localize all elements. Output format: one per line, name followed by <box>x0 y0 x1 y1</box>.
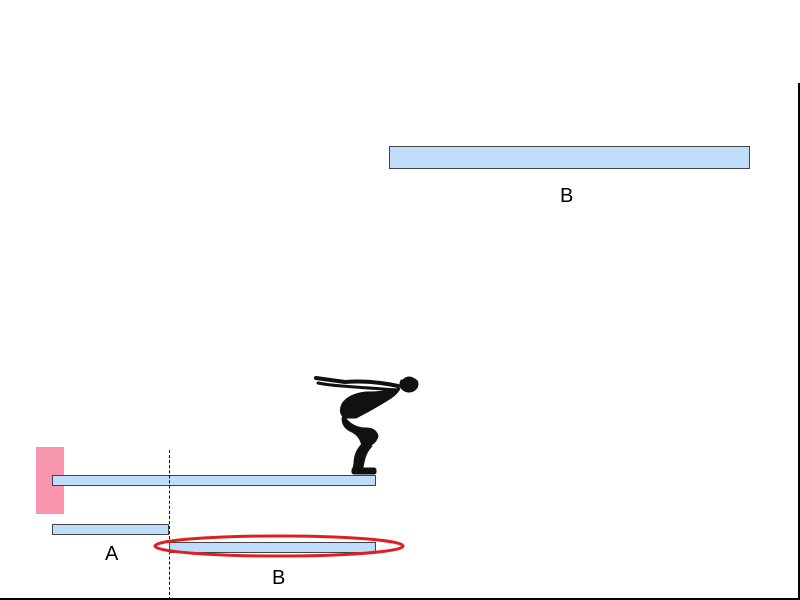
frame-right-border <box>798 83 800 600</box>
label-b-bottom: B <box>272 567 286 589</box>
diver-icon <box>314 375 419 475</box>
label-a: A <box>105 543 119 565</box>
label-b-top: B <box>560 185 574 207</box>
board-b-bottom <box>169 542 376 553</box>
board-a <box>52 524 169 535</box>
divider-dashed-line <box>169 450 170 600</box>
board-b-top <box>389 146 750 169</box>
frame-bottom-border <box>0 598 800 600</box>
diving-board <box>52 475 376 486</box>
